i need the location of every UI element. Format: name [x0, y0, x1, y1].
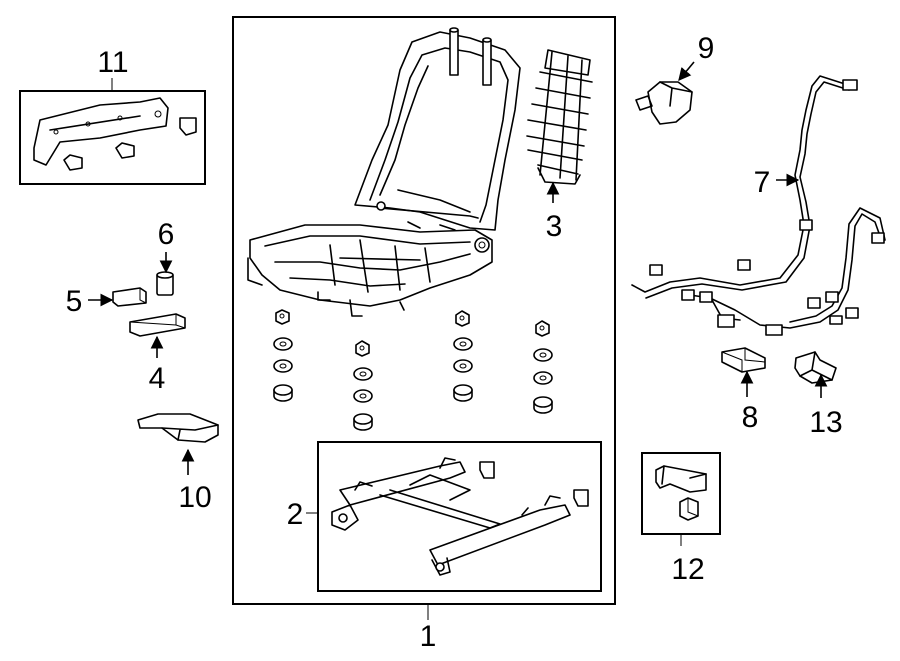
callout-2: 2: [287, 498, 304, 531]
switch-part-5: [112, 287, 147, 307]
callout-13: 13: [809, 406, 842, 439]
mount-bracket-13: [794, 351, 837, 384]
seat-track-box: [317, 441, 602, 592]
wiring-harness: [631, 75, 886, 336]
switch-part-6: [156, 271, 174, 296]
switch-part-4: [129, 313, 186, 337]
arrow-9: [678, 61, 695, 81]
seat-track-assembly: [331, 457, 589, 576]
lumbar-support-mat: [526, 49, 593, 185]
cover-bracket-10: [137, 413, 219, 443]
callout-7: 7: [754, 166, 771, 199]
clip-kit-box: [641, 452, 721, 535]
fastener-stack-3: [453, 310, 473, 402]
seat-frame: [247, 27, 521, 317]
callout-9: 9: [698, 32, 715, 65]
callout-1: 1: [420, 620, 437, 653]
connector-bracket-8: [721, 347, 766, 373]
fastener-stack-2: [353, 340, 373, 431]
seat-bracket-kit: [33, 97, 197, 171]
callout-4: 4: [149, 362, 166, 395]
callout-10: 10: [178, 481, 211, 514]
bracket-kit-box: [19, 90, 206, 185]
fastener-stack-1: [273, 309, 293, 402]
clip-kit-12: [655, 465, 707, 521]
main-assembly-box: [232, 16, 616, 605]
callout-8: 8: [742, 401, 759, 434]
fastener-stack-4: [533, 320, 553, 414]
clip-part-9: [635, 81, 693, 125]
callout-5: 5: [66, 285, 83, 318]
callout-12: 12: [671, 553, 704, 586]
callout-6: 6: [158, 218, 175, 251]
callout-3: 3: [546, 210, 563, 243]
callout-11: 11: [97, 46, 128, 79]
